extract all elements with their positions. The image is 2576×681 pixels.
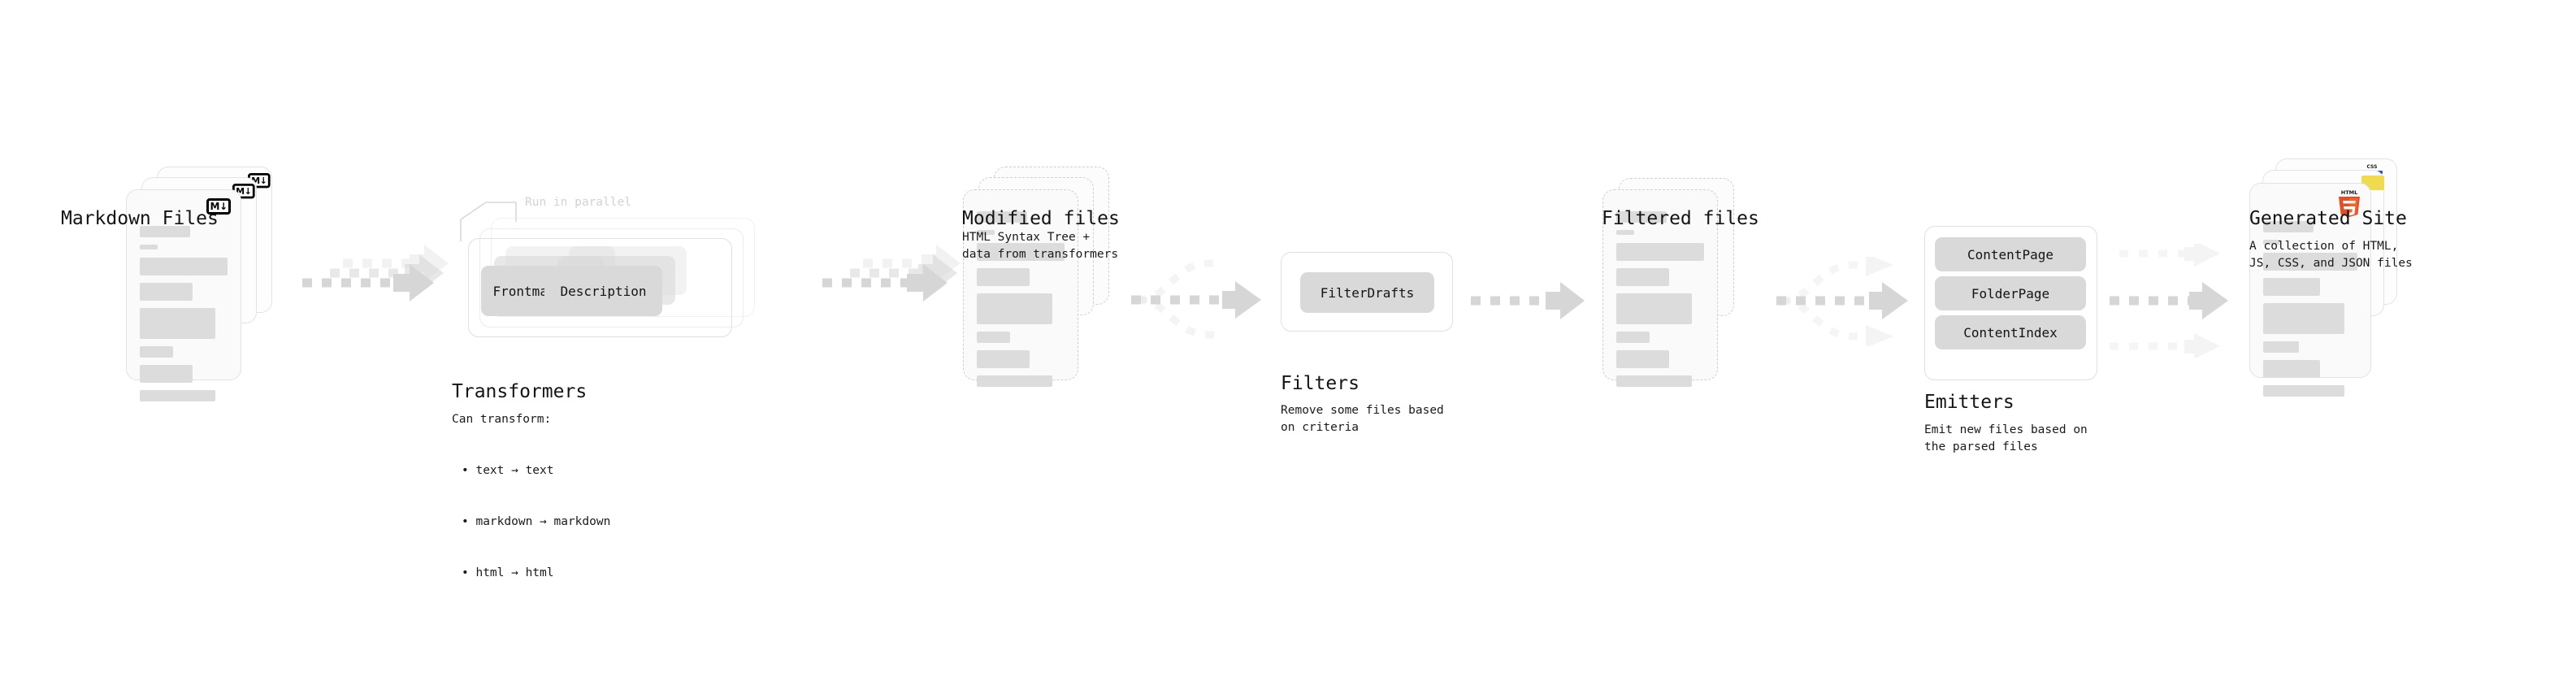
skeleton-bar: [140, 365, 193, 383]
stage-emitters: ContentPage FolderPage ContentIndex Emit…: [1924, 226, 2097, 453]
markdown-badge-front: M↓: [206, 198, 231, 215]
stage-filtered-files: Filtered files: [1602, 167, 1785, 419]
markdown-file-stack: M↓ M↓ M↓: [126, 167, 309, 419]
pill-filterdrafts[interactable]: FilterDrafts: [1300, 272, 1434, 313]
skeleton-bar: [1616, 268, 1669, 286]
filtered-file-stack: [1602, 167, 1785, 419]
site-card-skeleton: [2263, 221, 2357, 404]
filters-subtitle: Remove some files based on criteria: [1281, 404, 1444, 434]
modified-card-front: [963, 189, 1078, 387]
modified-file-stack: [963, 167, 1146, 419]
bullet-item: • text → text: [462, 464, 554, 477]
skeleton-bar: [2263, 278, 2320, 296]
skeleton-bar: [2263, 221, 2314, 232]
skeleton-bar: [140, 258, 228, 275]
bullet-item: • markdown → markdown: [462, 515, 611, 528]
css-badge-label: CSS: [2366, 164, 2378, 170]
skeleton-bar: [140, 308, 215, 339]
run-in-parallel-label: Run in parallel: [525, 196, 631, 209]
skeleton-bar: [140, 245, 158, 249]
emitters-subtitle: Emit new files based on the parsed files: [1924, 423, 2088, 453]
skeleton-bar: [1616, 293, 1692, 324]
skeleton-bar: [977, 230, 995, 235]
skeleton-bar: [1616, 211, 1667, 223]
skeleton-bar: [2263, 360, 2320, 378]
pill-folderpage[interactable]: FolderPage: [1935, 276, 2086, 310]
markdown-card-front: M↓: [126, 189, 241, 401]
stage-filters: FilterDrafts Filters Remove some files b…: [1281, 252, 1453, 434]
skeleton-bar: [977, 375, 1052, 387]
skeleton-bar: [2263, 385, 2344, 397]
modified-files-subtitle: HTML Syntax Tree + data from transformer…: [962, 231, 1119, 261]
stage-title-markdown-files: Markdown Files: [61, 208, 219, 229]
skeleton-bar: [1616, 332, 1650, 343]
stage-transformers: Run in parallel Frontmatter: [0, 0, 894, 681]
skeleton-bar: [2263, 303, 2344, 334]
site-card-front: HTML: [2249, 183, 2371, 397]
skeleton-bar: [977, 211, 1027, 223]
filtered-card-skeleton: [1616, 211, 1704, 394]
skeleton-bar: [140, 390, 215, 401]
stage-modified-files: Modified files HTML Syntax Tree + data f…: [962, 167, 1146, 419]
skeleton-bar: [1616, 230, 1634, 235]
stage-title-transformers: Transformers: [452, 381, 588, 402]
skeleton-bar: [2263, 253, 2357, 271]
stage-title-filtered-files: Filtered files: [1602, 208, 1759, 229]
svg-text:HTML: HTML: [2341, 189, 2357, 196]
emitters-frame: [1924, 226, 2097, 380]
pill-contentindex[interactable]: ContentIndex: [1935, 315, 2086, 349]
transformers-bullet-list: • text → text • markdown → markdown • ht…: [452, 428, 610, 616]
skeleton-bar: [2263, 240, 2281, 245]
generated-site-stack: CSS HTML: [2249, 158, 2444, 427]
skeleton-bar: [2263, 341, 2300, 353]
skeleton-bar: [977, 332, 1011, 343]
skeleton-bar: [977, 243, 1065, 261]
skeleton-bar: [1616, 243, 1704, 261]
skeleton-bar: [140, 346, 174, 358]
transformers-frame-front: [468, 238, 732, 337]
transformers-frame-middle: [479, 228, 744, 327]
stage-title-filters: Filters: [1281, 373, 1360, 394]
html5-badge: HTML: [2336, 188, 2362, 217]
bullet-item: • html → html: [462, 566, 554, 579]
stage-title-modified-files: Modified files: [962, 208, 1120, 229]
skeleton-bar: [1616, 350, 1669, 368]
skeleton-bar: [1616, 375, 1692, 387]
stage-title-generated-site: Generated Site: [2249, 208, 2407, 229]
skeleton-bar: [977, 350, 1030, 368]
skeleton-bar: [977, 268, 1030, 286]
pill-description[interactable]: Description: [544, 266, 662, 316]
pill-contentpage[interactable]: ContentPage: [1935, 237, 2086, 271]
generated-site-subtitle: A collection of HTML, JS, CSS, and JSON …: [2249, 240, 2413, 270]
skeleton-bar: [140, 283, 193, 301]
filtered-card-front: [1602, 189, 1718, 387]
html5-logo-svg: HTML: [2339, 189, 2360, 217]
transformers-subtitle: Can transform:: [452, 413, 552, 426]
stage-markdown-files: M↓ M↓ M↓ Markdown Files: [0, 0, 325, 681]
skeleton-bar: [977, 293, 1052, 324]
filters-frame: [1281, 252, 1453, 332]
modified-card-skeleton: [977, 211, 1065, 394]
skeleton-bar: [140, 226, 190, 237]
stage-title-emitters: Emitters: [1924, 392, 2014, 413]
markdown-card-skeleton: [140, 226, 228, 409]
